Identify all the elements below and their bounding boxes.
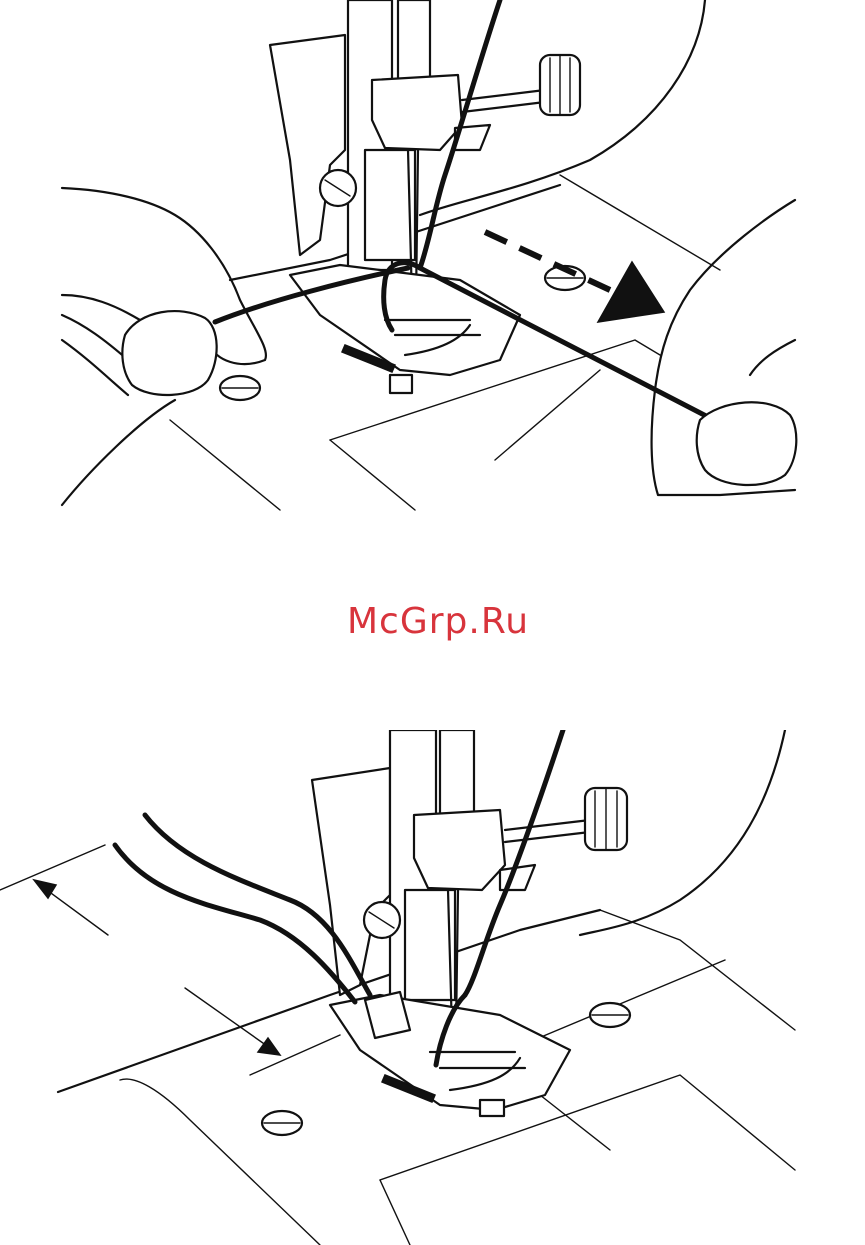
watermark-text: McGrp.Ru [0, 596, 865, 648]
back-arrow-head [34, 880, 56, 898]
bed-line-lower [170, 420, 280, 510]
bed-line-lower [120, 1079, 320, 1245]
presser-foot-holder [270, 35, 345, 255]
needle-clamp [414, 810, 505, 890]
foot-toe [480, 1100, 504, 1116]
plate-rect-side [380, 1180, 410, 1245]
thread-tail-2 [115, 845, 355, 1002]
needle-plate-line [560, 175, 720, 270]
illustration-top-thread-pull [0, 0, 865, 520]
lower-arrow-line [185, 988, 270, 1048]
right-thumb [697, 402, 797, 485]
leader-line-left [250, 1035, 340, 1075]
needle-clamp [372, 75, 462, 150]
lower-arrow-head [258, 1038, 280, 1055]
bed-line-back [0, 845, 105, 890]
illustration-bottom-threads-back [0, 730, 865, 1245]
plate-rect-diagonal [495, 370, 600, 460]
foot-toe [390, 375, 412, 393]
plate-rect-side [330, 440, 415, 510]
left-thumb [122, 311, 216, 395]
